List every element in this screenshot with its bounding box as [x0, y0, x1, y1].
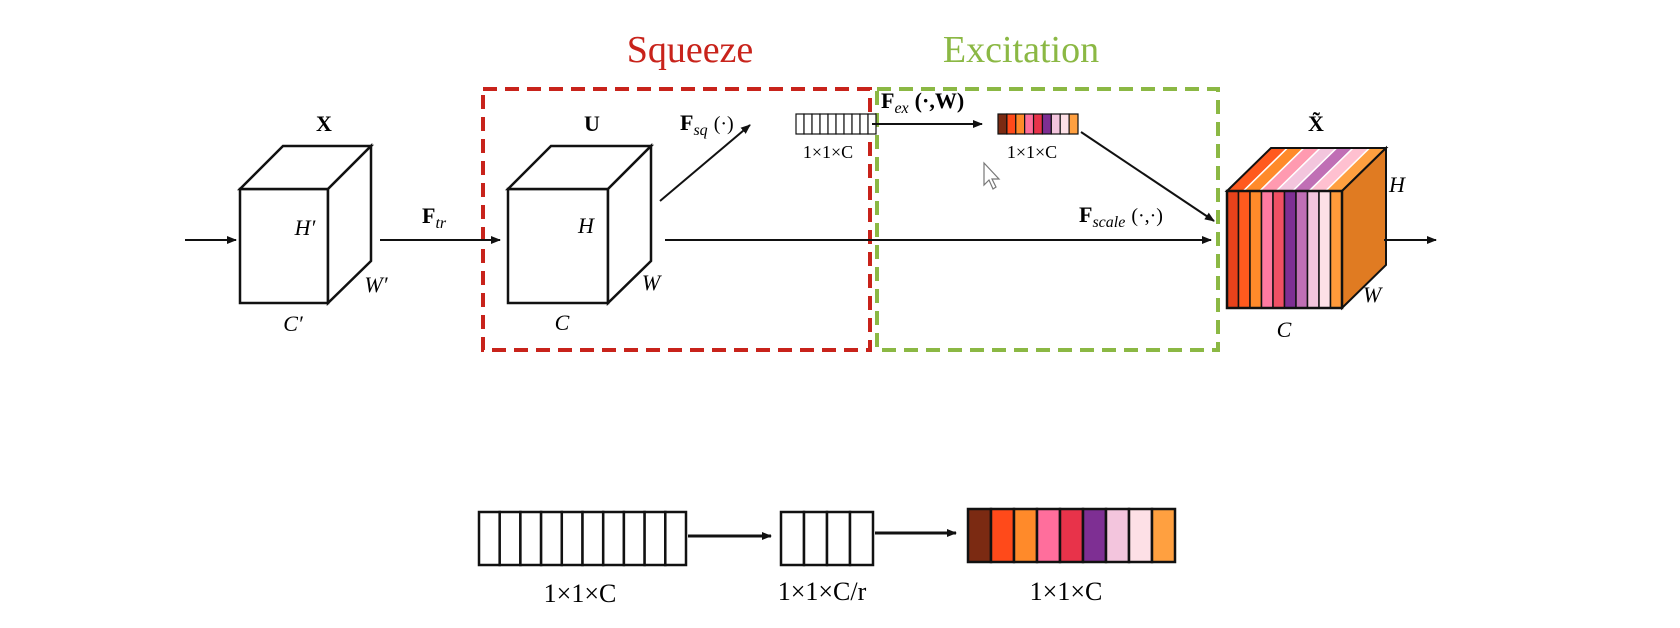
tensor-x-height-label: H′: [294, 215, 317, 240]
tensor-u-cube: [504, 142, 655, 306]
excited-vector-cell: [1050, 113, 1061, 135]
squeezed-vector-cell: [819, 113, 829, 135]
tensor-x-tilde-width-label: W: [1363, 282, 1383, 307]
squeezed-vector-cell: [803, 113, 813, 135]
bottom-excited-vector: [966, 507, 1177, 564]
excitation-region-box: [875, 87, 1220, 352]
bottom-excited-vector-cell: [1127, 507, 1154, 564]
squeezed-vector-cell: [835, 113, 845, 135]
excited-vector-cell: [1006, 113, 1017, 135]
squeezed-vector-label: 1×1×C: [803, 142, 853, 162]
squeezed-vector-cell: [843, 113, 853, 135]
mouse-cursor-icon: [983, 161, 1001, 190]
excited-vector-label: 1×1×C: [1007, 142, 1057, 162]
bottom-excited-vector-cell: [1035, 507, 1062, 564]
excitation-to-scale-arrow: [1080, 131, 1215, 222]
tensor-x-name: X: [316, 111, 332, 136]
squeeze-region-box: [481, 87, 872, 352]
squeezed-vector-cell: [811, 113, 821, 135]
output-cube-channel: [1249, 190, 1263, 309]
bottom-squeezed-vector-cell: [643, 510, 667, 567]
squeezed-vector-cell: [859, 113, 869, 135]
squeezed-vector-cell: [851, 113, 861, 135]
tensor-u-channel-label: C: [555, 310, 570, 335]
excited-vector-cell: [1015, 113, 1026, 135]
bottom-squeezed-vector-cell: [519, 510, 543, 567]
tensor-x-tilde-height-label: H: [1388, 172, 1406, 197]
bottom-reduced-vector-cell: [825, 510, 852, 567]
output-cube-channel: [1329, 190, 1343, 309]
tensor-u-name: U: [584, 111, 600, 136]
bottom-squeezed-vector-cell: [664, 510, 688, 567]
bottom-reduced-vector-cell: [848, 510, 875, 567]
bottom-excited-vector-cell: [1150, 507, 1177, 564]
bottom-reduced-vector-cell: [802, 510, 829, 567]
f-sq-label: Fsq(·): [680, 110, 734, 139]
output-cube-channel: [1283, 190, 1297, 309]
excited-vector-cell: [1041, 113, 1052, 135]
bottom-squeezed-vector-cell: [477, 510, 501, 567]
bottom-excited-vector-cell: [1058, 507, 1085, 564]
bottom-label-excited: 1×1×C: [1030, 577, 1103, 606]
tensor-x-width-label: W′: [364, 272, 388, 297]
bottom-reduced-vector-cell: [779, 510, 806, 567]
tensor-x-tilde-channel-label: C: [1277, 317, 1292, 342]
excitation-title: Excitation: [943, 29, 1099, 71]
bottom-squeezed-vector-cell: [581, 510, 605, 567]
bottom-excited-vector-cell: [1012, 507, 1039, 564]
tensor-x-channel-label: C′: [283, 311, 304, 336]
bottom-excited-vector-cell: [989, 507, 1016, 564]
tensor-x-tilde-cube: [1224, 145, 1389, 311]
output-cube-channel: [1226, 190, 1240, 309]
bottom-squeezed-vector: [477, 510, 688, 567]
output-cube-channel: [1237, 190, 1251, 309]
excited-vector-cell: [1068, 113, 1079, 135]
bottom-excited-vector-cell: [1104, 507, 1131, 564]
tensor-u-width-label: W: [642, 270, 662, 295]
bottom-label-reduced: 1×1×C/r: [778, 577, 867, 606]
excited-vector-cell: [1032, 113, 1044, 135]
tensor-x-cube: [236, 142, 375, 306]
bottom-squeezed-vector-cell: [539, 510, 564, 567]
f-tr-label: Ftr: [422, 203, 447, 232]
excited-vector-cell: [997, 113, 1008, 135]
excited-vector: [997, 113, 1079, 135]
f-ex-label: Fex(·,W): [881, 88, 964, 117]
bottom-excited-vector-cell: [1081, 507, 1108, 564]
bottom-squeezed-vector-cell: [498, 510, 522, 567]
output-cube-channel: [1318, 190, 1332, 309]
excited-vector-cell: [1059, 113, 1070, 135]
bottom-squeezed-vector-cell: [601, 510, 626, 567]
bottom-squeezed-vector-cell: [622, 510, 646, 567]
output-cube-channel: [1306, 190, 1320, 309]
output-cube-channel: [1272, 190, 1286, 309]
output-cube-front-outline: [1225, 189, 1344, 310]
squeezed-vector: [795, 113, 877, 135]
squeezed-vector-cell: [795, 113, 805, 135]
bottom-squeezed-vector-cell: [560, 510, 584, 567]
f-sq-arrow: [659, 124, 751, 202]
squeezed-vector-cell: [827, 113, 837, 135]
tensor-u-height-label: H: [577, 213, 595, 238]
excited-vector-cell: [1024, 113, 1035, 135]
tensor-x-tilde-name: X̃: [1308, 111, 1324, 136]
squeeze-title: Squeeze: [627, 29, 754, 71]
bottom-label-squeezed: 1×1×C: [544, 579, 617, 608]
f-scale-label: Fscale(·,·): [1079, 202, 1163, 231]
bottom-excited-vector-cell: [966, 507, 993, 564]
output-cube-channel: [1260, 190, 1274, 309]
output-cube-channel: [1295, 190, 1309, 309]
bottom-reduced-vector: [779, 510, 875, 567]
